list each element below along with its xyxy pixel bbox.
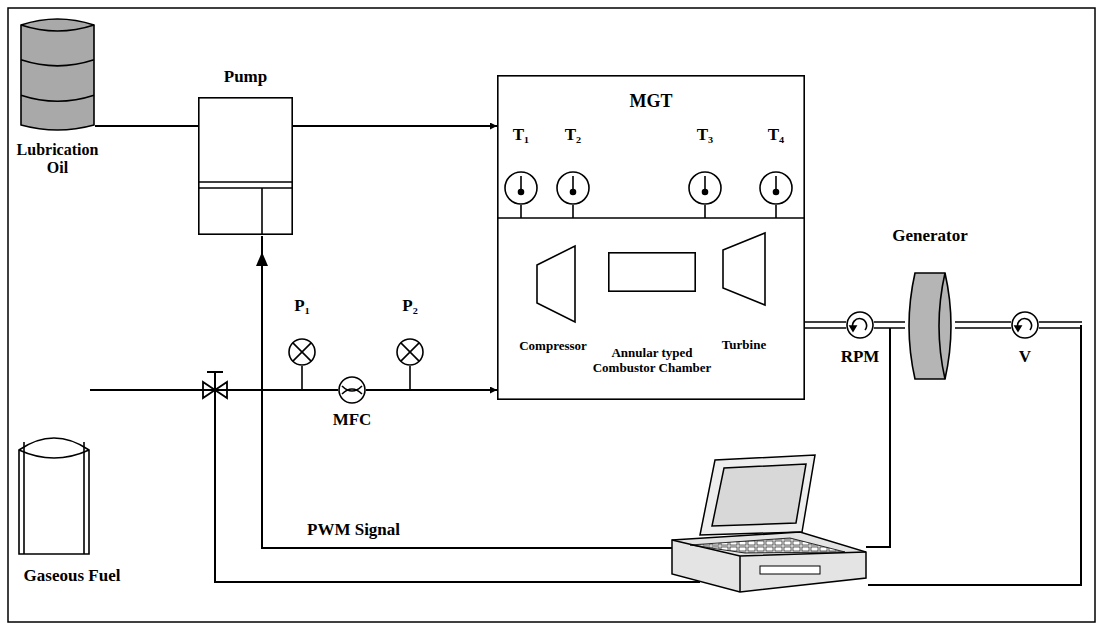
generator: Generator: [905, 272, 955, 380]
pgauge-shape: [288, 338, 316, 366]
turbine: Turbine: [722, 232, 766, 306]
flow-line: [95, 125, 198, 127]
node-label: T₁: [513, 125, 529, 145]
pgauge-shape: [396, 338, 424, 366]
turbine-housing: MGTT₁T₂T₃T₄CompressorAnnular typed Combu…: [497, 75, 805, 400]
comp-shape: [536, 245, 576, 323]
frame: [8, 8, 1095, 622]
temperature-gauge: T₄: [759, 171, 793, 205]
rpm-sensor: RPM: [846, 311, 874, 339]
voltage-wire: [868, 325, 1081, 585]
turb-shape: [722, 232, 766, 306]
mass-flow-controller: MFC: [338, 376, 366, 404]
node-label: Pump: [224, 67, 267, 87]
voltmeter: V: [1011, 311, 1039, 339]
drum-shape: [20, 15, 95, 133]
tgauge-shape: [759, 171, 793, 205]
shaft-line: [805, 322, 846, 328]
node-label: RPM: [841, 347, 880, 367]
node-label: MGT: [630, 91, 673, 112]
shaft: [1039, 322, 1082, 328]
fuel-tank: Gaseous Fuel: [18, 432, 90, 555]
temperature-gauge: T₂: [556, 171, 590, 205]
node-label: Gaseous Fuel: [24, 566, 121, 586]
node-label: P₂: [402, 296, 417, 316]
valve-symbol: [203, 372, 227, 398]
arrow-head: [256, 252, 268, 266]
pump-shape: [198, 97, 293, 235]
gen-shape: [905, 272, 955, 380]
pressure-gauge: P₂: [396, 338, 424, 366]
node-label: Lubrication Oil: [8, 141, 108, 178]
node-label: Annular typed Combustor Chamber: [585, 346, 720, 376]
node-label: MFC: [333, 410, 372, 430]
shaft-line: [955, 322, 1011, 328]
meter-shape: [846, 311, 874, 339]
shaft-line: [874, 322, 905, 328]
flow-line: [293, 125, 497, 127]
tgauge-shape: [504, 171, 538, 205]
pressure-gauge: P₁: [288, 338, 316, 366]
node-label: P₁: [294, 296, 309, 316]
meter-shape: [1011, 311, 1039, 339]
pump-box: Pump: [198, 97, 293, 235]
oil-drum: Lubrication Oil: [20, 15, 95, 133]
node-label: T₃: [697, 125, 713, 145]
node-label: T₂: [565, 125, 581, 145]
node-label: Turbine: [722, 338, 766, 353]
flow-line: [366, 389, 497, 391]
rect-shape: [608, 252, 696, 292]
valve-wire: [215, 372, 700, 582]
tank-shape: [18, 432, 90, 555]
signal-label: PWM Signal: [305, 520, 402, 540]
laptop-illustration: [672, 455, 866, 592]
temperature-gauge: T₁: [504, 171, 538, 205]
compressor: Compressor: [536, 245, 576, 323]
combustor-chamber: Annular typed Combustor Chamber: [608, 252, 696, 292]
node-label: Compressor: [519, 339, 587, 354]
flow-line: [90, 389, 338, 391]
node-label: T₄: [768, 125, 784, 145]
tgauge-shape: [556, 171, 590, 205]
node-label: V: [1019, 347, 1031, 367]
mfc-shape: [338, 376, 366, 404]
node-label: Generator: [892, 226, 968, 246]
tgauge-shape: [688, 171, 722, 205]
temperature-gauge: T₃: [688, 171, 722, 205]
